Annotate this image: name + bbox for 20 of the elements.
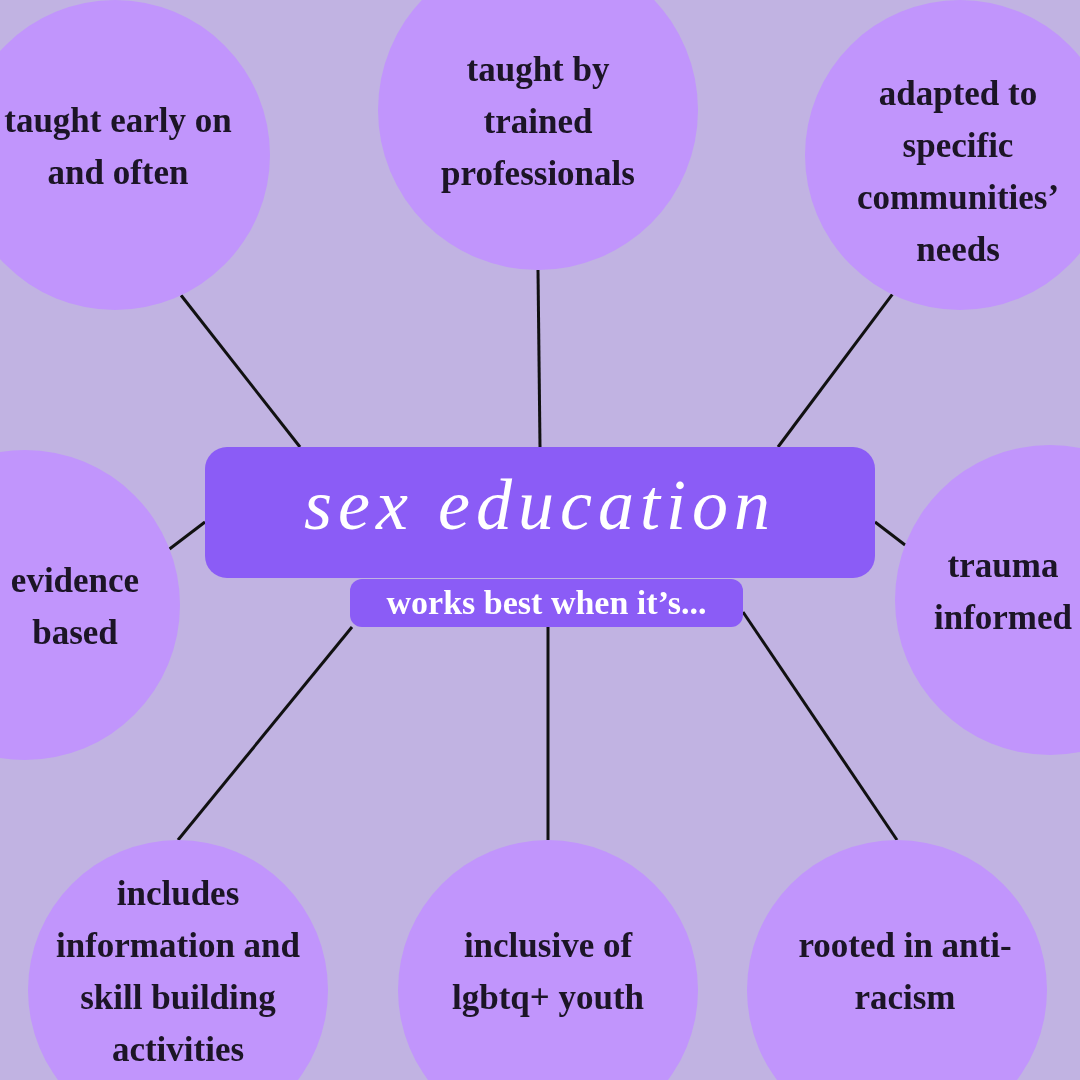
topic-text: trauma informed (932, 545, 1073, 639)
title-banner (205, 447, 875, 578)
topic-text: adapted to specific communities’ needs (855, 73, 1061, 271)
connector-line (776, 293, 894, 448)
connector-line (176, 626, 354, 841)
connector-line (179, 294, 302, 448)
topic-text: taught by trained professionals (440, 49, 636, 195)
connector-line (168, 520, 206, 551)
connector-line (546, 627, 550, 840)
connector-line (536, 270, 542, 447)
connector-line (874, 520, 906, 547)
subtitle-banner (350, 579, 743, 627)
topic-text: taught early on and often (3, 100, 233, 194)
topic-text: includes information and skill building activities (54, 873, 302, 1071)
connector-line (741, 611, 899, 841)
topic-text: evidence based (9, 560, 141, 654)
subtitle-text: works best when it’s... (386, 586, 707, 620)
topic-text: inclusive of lgbtq+ youth (450, 925, 646, 1019)
title-text: sex education (304, 468, 776, 547)
topic-text: rooted in anti-racism (797, 925, 1013, 1019)
